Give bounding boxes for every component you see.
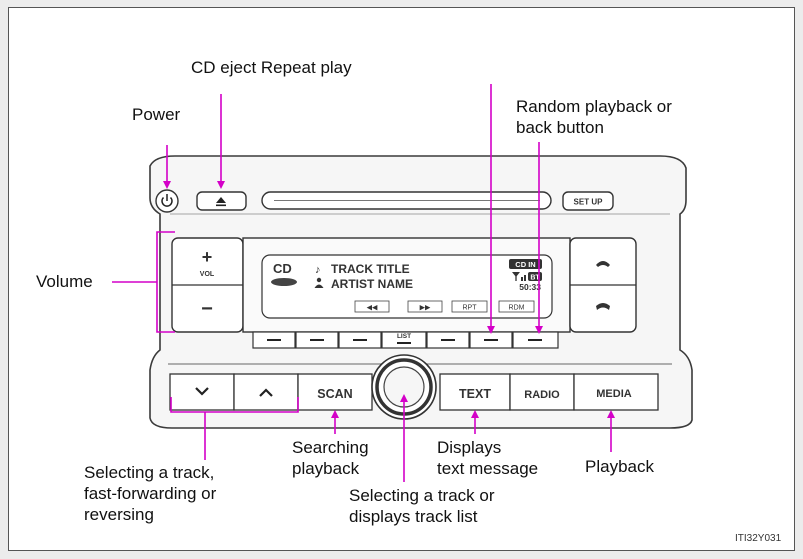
volume-label: VOL xyxy=(200,271,215,278)
track-title: TRACK TITLE xyxy=(331,262,410,276)
volume-plus-glyph: + xyxy=(202,247,213,267)
track-buttons-bracket xyxy=(170,397,299,413)
soft-key-label-box xyxy=(407,300,443,313)
soft-key-labels: ◀◀ ▶▶ RPT RDM xyxy=(354,300,535,313)
soft-key-label: RPT xyxy=(463,305,478,312)
figure-id: ITI32Y031 xyxy=(735,533,782,544)
searching-callout-line-2: playback xyxy=(292,459,360,478)
track-down-button[interactable] xyxy=(169,373,235,411)
chevron-down-icon xyxy=(195,387,209,396)
eject-icon xyxy=(216,197,226,207)
list-label: LIST xyxy=(397,333,411,340)
radio-button[interactable] xyxy=(509,373,575,411)
select-list-callout: Selecting a track or displays track list xyxy=(349,485,495,527)
music-note-icon: ♪ xyxy=(315,264,321,276)
cd-in-badge xyxy=(509,259,542,269)
random-callout: Random playback or back button xyxy=(516,96,672,138)
callout-lines xyxy=(112,84,615,482)
radio-label: RADIO xyxy=(524,389,560,401)
volume-up-button[interactable]: + VOL xyxy=(200,247,215,278)
soft-key-label: ▶▶ xyxy=(420,305,431,312)
select-track-callout-line-2: fast-forwarding or xyxy=(84,484,217,503)
preset-button-4-list[interactable] xyxy=(381,331,427,349)
searching-callout: Searching playback xyxy=(292,437,369,479)
select-track-callout: Selecting a track, fast-forwarding or re… xyxy=(84,462,216,525)
random-callout-line-1: Random playback or xyxy=(516,97,672,116)
track-up-button[interactable] xyxy=(233,373,299,411)
phone-pickup-icon[interactable] xyxy=(596,261,610,267)
searching-callout-line-1: Searching xyxy=(292,438,369,457)
select-list-callout-line-2: displays track list xyxy=(349,507,478,526)
soft-key-label-box xyxy=(498,300,535,313)
display-cd-label: CD xyxy=(273,261,292,276)
setup-label: SET UP xyxy=(574,198,604,207)
random-callout-line-2: back button xyxy=(516,118,604,137)
soft-key-label-box xyxy=(354,300,390,313)
soft-key-label: ◀◀ xyxy=(367,305,378,312)
artist-name: ARTIST NAME xyxy=(331,277,413,291)
text-message-callout-line-1: Displays xyxy=(437,438,502,457)
select-track-callout-line-3: reversing xyxy=(84,505,154,524)
setup-button[interactable] xyxy=(562,191,614,211)
text-label: TEXT xyxy=(459,387,491,401)
text-message-callout-line-2: text message xyxy=(437,459,539,478)
person-icon xyxy=(314,277,324,288)
disc-logo-icon xyxy=(271,278,297,286)
volume-down-button[interactable]: − xyxy=(201,298,213,320)
select-track-callout-line-1: Selecting a track, xyxy=(84,463,215,482)
playback-callout: Playback xyxy=(585,457,654,476)
text-message-callout: Displays text message xyxy=(437,437,538,479)
signal-icon xyxy=(512,272,526,281)
cd-in-label: CD IN xyxy=(515,260,535,269)
power-callout: Power xyxy=(132,105,181,124)
phone-hangup-icon[interactable] xyxy=(596,303,610,310)
soft-key-label: RDM xyxy=(509,305,525,312)
bt-label: BT xyxy=(530,275,540,282)
elapsed-time: 50:33 xyxy=(519,282,541,292)
scan-button[interactable] xyxy=(297,373,373,411)
scan-label: SCAN xyxy=(317,387,352,401)
select-list-callout-line-1: Selecting a track or xyxy=(349,486,495,505)
volume-callout: Volume xyxy=(36,272,93,291)
media-button[interactable] xyxy=(573,373,659,411)
cd-eject-repeat-callout: CD eject Repeat play xyxy=(191,58,352,77)
media-label: MEDIA xyxy=(596,388,632,400)
power-icon xyxy=(161,194,173,207)
soft-key-label-box xyxy=(451,300,488,313)
chevron-up-icon xyxy=(259,388,273,397)
